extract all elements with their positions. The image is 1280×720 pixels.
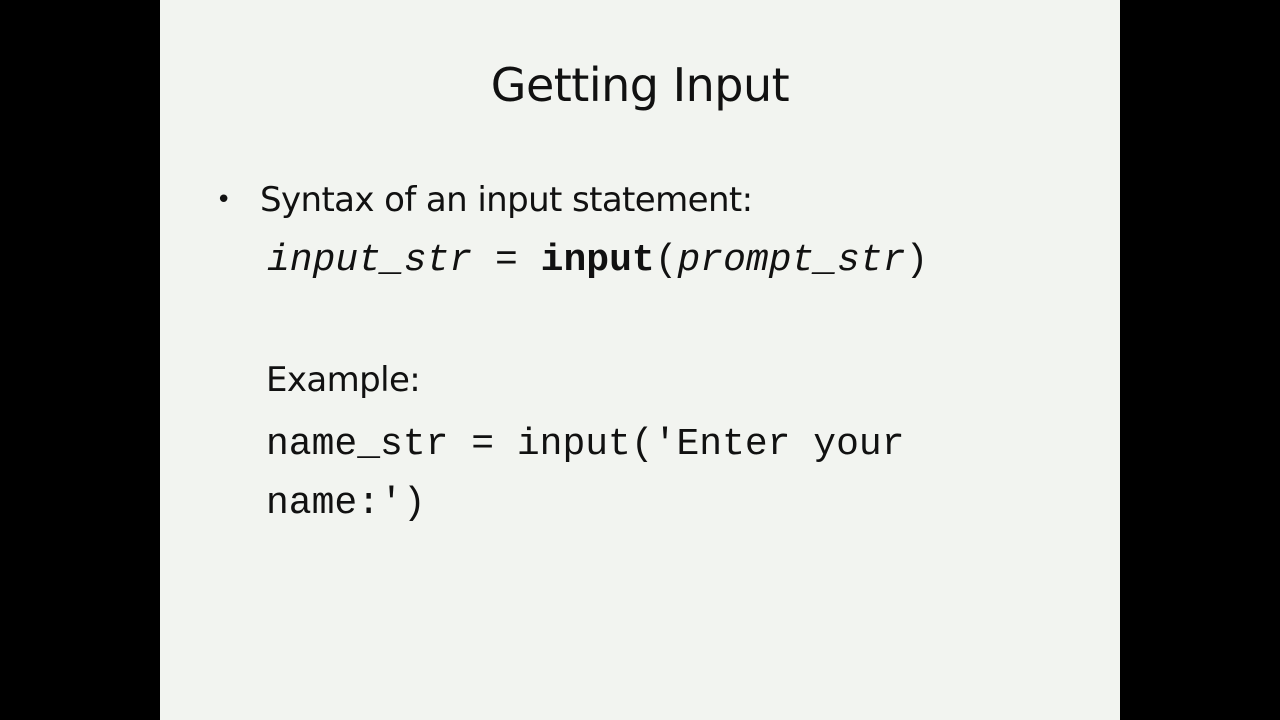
syntax-code-line: input_str = input(prompt_str)	[267, 236, 928, 286]
bullet-text: Syntax of an input statement:	[260, 180, 753, 220]
syntax-open-paren: (	[654, 239, 678, 282]
example-code-line-1: name_str = input('Enter your	[266, 423, 905, 466]
example-code-line-2: name:')	[266, 482, 426, 525]
syntax-lhs: input_str	[267, 239, 473, 282]
example-label: Example:	[266, 360, 421, 400]
syntax-argument: prompt_str	[677, 239, 906, 282]
syntax-equals: =	[472, 239, 541, 282]
slide: Getting Input • Syntax of an input state…	[160, 0, 1120, 720]
bullet-icon: •	[216, 185, 232, 215]
syntax-close-paren: )	[905, 239, 929, 282]
syntax-function: input	[540, 239, 655, 282]
slide-title: Getting Input	[490, 58, 790, 112]
bullet-item: • Syntax of an input statement:	[216, 178, 753, 222]
